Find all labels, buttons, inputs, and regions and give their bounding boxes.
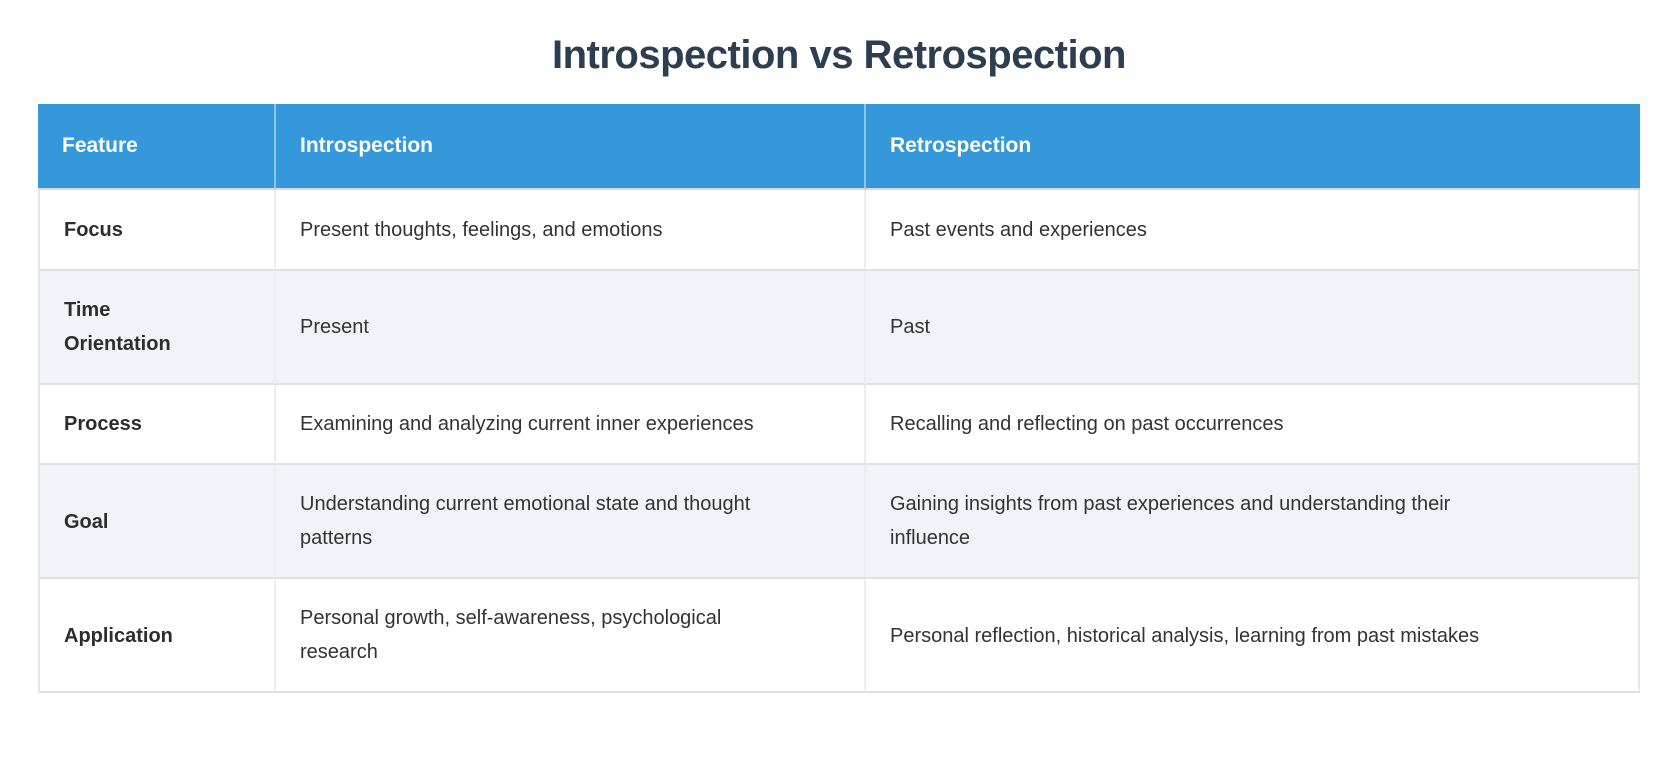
column-header-introspection: Introspection [276, 104, 866, 190]
cell-process-retrospection: Recalling and reflecting on past occurre… [866, 384, 1640, 466]
cell-text: Recalling and reflecting on past occurre… [890, 413, 1284, 436]
cell-goal-introspection: Understanding current emotional state an… [276, 465, 866, 580]
cell-text: Past [890, 316, 931, 339]
table-row-process: Process Examining and analyzing current … [38, 384, 1640, 466]
cell-text: Personal growth, self-awareness, psychol… [300, 607, 722, 664]
comparison-table: Feature Introspection Retrospection Focu… [38, 104, 1640, 694]
column-header-retrospection: Retrospection [866, 104, 1640, 190]
table-row-time-orientation: Time Orientation Present Past [38, 270, 1640, 385]
table-row-goal: Goal Understanding current emotional sta… [38, 465, 1640, 580]
comparison-table-container: Feature Introspection Retrospection Focu… [38, 104, 1640, 694]
cell-text: Present [300, 316, 369, 339]
row-label-application: Application [38, 579, 276, 694]
cell-goal-retrospection: Gaining insights from past experiences a… [866, 465, 1640, 580]
cell-focus-introspection: Present thoughts, feelings, and emotions [276, 190, 866, 271]
cell-time-orientation-retrospection: Past [866, 270, 1640, 385]
column-header-feature: Feature [38, 104, 276, 190]
cell-time-orientation-introspection: Present [276, 270, 866, 385]
table-row-application: Application Personal growth, self-awaren… [38, 579, 1640, 694]
cell-application-introspection: Personal growth, self-awareness, psychol… [276, 579, 866, 694]
row-label-text: Application [64, 624, 173, 647]
cell-text: Understanding current emotional state an… [300, 493, 751, 550]
row-label-time-orientation: Time Orientation [38, 270, 276, 385]
cell-text: Present thoughts, feelings, and emotions [300, 218, 663, 241]
cell-process-introspection: Examining and analyzing current inner ex… [276, 384, 866, 466]
table-body: Focus Present thoughts, feelings, and em… [38, 190, 1640, 694]
table-header: Feature Introspection Retrospection [38, 104, 1640, 190]
row-label-goal: Goal [38, 465, 276, 580]
row-label-focus: Focus [38, 190, 276, 271]
row-label-text: Goal [64, 510, 109, 533]
cell-text: Gaining insights from past experiences a… [890, 493, 1451, 550]
page-title: Introspection vs Retrospection [552, 33, 1126, 77]
row-label-text: Process [64, 413, 142, 436]
row-label-text: Focus [64, 218, 123, 241]
cell-text: Examining and analyzing current inner ex… [300, 413, 754, 436]
row-label-text: Time Orientation [64, 298, 171, 355]
header-row: Feature Introspection Retrospection [38, 104, 1640, 190]
cell-text: Personal reflection, historical analysis… [890, 624, 1480, 647]
cell-text: Past events and experiences [890, 218, 1147, 241]
cell-application-retrospection: Personal reflection, historical analysis… [866, 579, 1640, 694]
row-label-process: Process [38, 384, 276, 466]
cell-focus-retrospection: Past events and experiences [866, 190, 1640, 271]
table-row-focus: Focus Present thoughts, feelings, and em… [38, 190, 1640, 271]
